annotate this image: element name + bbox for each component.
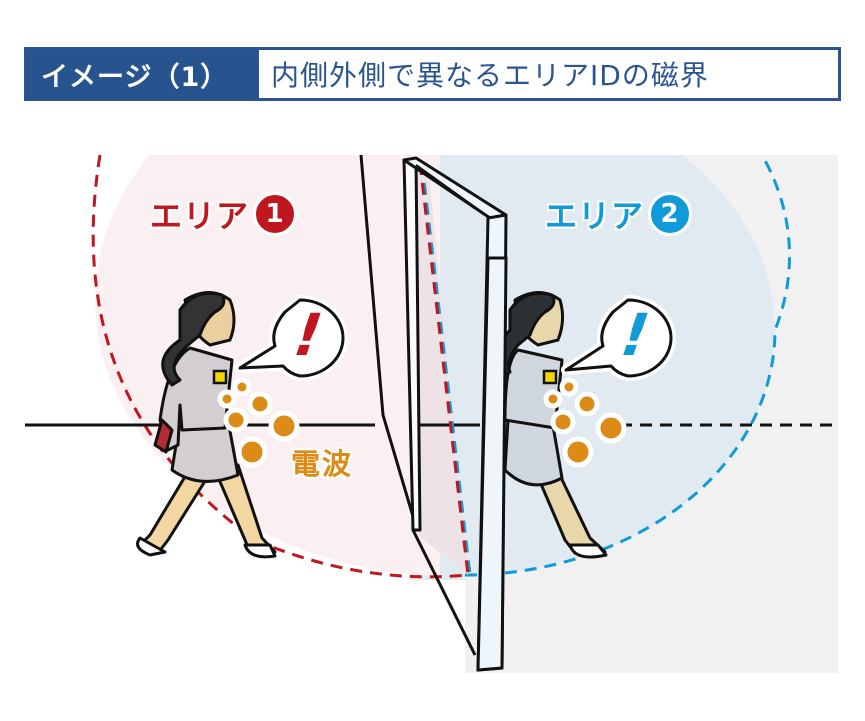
page-title: 内側外側で異なるエリアIDの磁界 xyxy=(271,59,709,92)
title-bar: イメージ（1） 内側外側で異なるエリアIDの磁界 xyxy=(24,47,841,101)
radio-wave-label: 電波 xyxy=(291,447,354,481)
area-1-number-badge: 1 xyxy=(253,192,298,236)
alert-bubble-2 xyxy=(561,295,676,381)
wall-edge xyxy=(359,154,419,531)
person-walking-area-2 xyxy=(499,291,608,559)
alert-bubble-1 xyxy=(235,295,348,381)
area-1-label: エリア 1 xyxy=(150,191,298,237)
area-2-text: エリア xyxy=(545,197,645,235)
area-2-label: エリア 2 xyxy=(545,191,693,237)
radio-waves-1 xyxy=(212,369,300,468)
person-walking-area-1 xyxy=(136,291,277,559)
title-tag: イメージ（1） xyxy=(27,50,259,98)
radio-waves-2 xyxy=(542,369,627,468)
area-2-number-badge: 2 xyxy=(648,192,693,236)
area-1-text: エリア xyxy=(150,197,250,235)
